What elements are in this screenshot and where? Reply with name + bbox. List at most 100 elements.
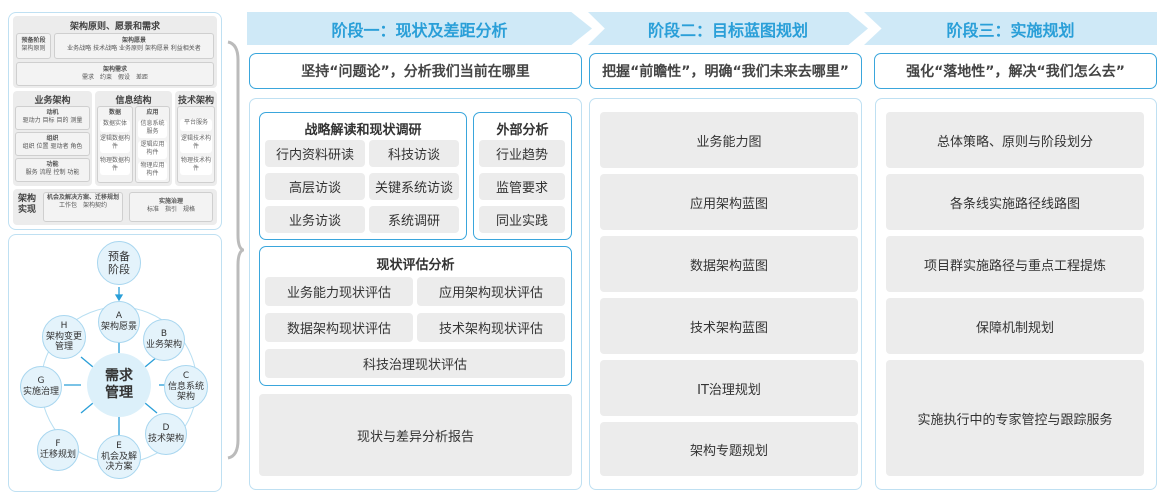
bracket-divider <box>227 40 244 460</box>
stage-3-item: 项目群实施路径与重点工程提炼 <box>886 236 1144 292</box>
principles-title: 架构原则、愿景和需求 <box>69 22 160 32</box>
assessment-title: 现状评估分析 <box>376 258 455 273</box>
app-item: 物理应用构件 <box>138 162 167 180</box>
tech-item: 物理技术构件 <box>180 157 212 175</box>
opp-text: 工作包 架构契约 <box>58 201 107 209</box>
app-item: 信息系统服务 <box>138 120 167 138</box>
vision-text: 业务战略 技术战略 业务原则 架构愿景 利益相关者 <box>67 44 201 52</box>
stage-1-header: 阶段一：现状及差距分析 <box>247 12 592 45</box>
phase-label: 架构变更管理 <box>45 331 82 353</box>
business-group: 业务架构 动机驱动力 目标 目的 测量 组织组织 位置 驱动者 角色 功能服务 … <box>13 91 92 186</box>
opportunity-box: 机会及解决方案、迁移规划工作包 架构契约 <box>43 192 123 222</box>
assessment-box: 现状评估分析 业务能力现状评估 应用架构现状评估 数据架构现状评估 技术架构现状… <box>259 246 572 386</box>
external-item: 监管要求 <box>479 173 565 200</box>
stage-3-item: 总体策略、原则与阶段划分 <box>886 112 1144 168</box>
business-item: 组织组织 位置 驱动者 角色 <box>15 132 90 156</box>
assessment-item: 数据架构现状评估 <box>265 313 413 342</box>
data-item: 逻辑数据构件 <box>100 135 130 153</box>
item-text: 组织 位置 驱动者 角色 <box>22 142 83 150</box>
stage-1-content <box>249 98 582 490</box>
research-item: 高层访谈 <box>265 173 365 200</box>
stage-3-header: 阶段三：实施规划 <box>864 12 1157 45</box>
data-item: 物理数据构件 <box>100 157 130 175</box>
research-item: 系统调研 <box>369 206 459 233</box>
app-column: 应用 信息系统服务 逻辑应用构件 物理应用构件 <box>135 106 170 183</box>
business-item: 功能服务 流程 控制 功能 <box>15 158 90 182</box>
phase-label: 机会及解决方案 <box>100 451 137 473</box>
prelim-phase-node[interactable]: 预备阶段 <box>97 241 141 285</box>
assessment-item: 科技治理现状评估 <box>265 349 565 378</box>
phase-letter: E <box>116 440 122 451</box>
prelim-title: 预备阶段 <box>21 37 46 44</box>
info-group: 信息结构 数据 数据实体 逻辑数据构件 物理数据构件 应用 信息系统服务 逻辑应… <box>95 91 172 186</box>
stage-2-item: 数据架构蓝图 <box>600 236 858 292</box>
research-item: 科技访谈 <box>369 140 459 167</box>
tech-column: 平台服务 逻辑技术构件 物理技术构件 <box>177 106 215 183</box>
stage-3-item: 实施执行中的专家管控与跟踪服务 <box>886 360 1144 476</box>
item-title: 组织 <box>46 135 59 142</box>
gov-title: 实施治理 <box>158 198 183 205</box>
info-title: 信息结构 <box>115 96 152 106</box>
stage-title: 阶段二：目标蓝图规划 <box>647 20 808 40</box>
tech-item: 平台服务 <box>180 119 212 131</box>
tech-item: 逻辑技术构件 <box>180 135 212 153</box>
impl-title: 架构实现 <box>17 194 36 215</box>
phase-letter: C <box>182 370 190 381</box>
implementation-group: 架构实现 机会及解决方案、迁移规划工作包 架构契约 实施治理标准 指引 规格 <box>13 189 217 225</box>
external-box: 外部分析 行业趋势 监管要求 同业实践 <box>473 112 572 240</box>
stage-2-item: IT治理规划 <box>600 360 858 416</box>
governance-box: 实施治理标准 指引 规格 <box>129 192 213 222</box>
phase-letter: D <box>162 423 170 434</box>
phase-label: 迁移规划 <box>39 450 76 460</box>
stage-3-content <box>875 98 1157 490</box>
tech-group: 技术架构 平台服务 逻辑技术构件 物理技术构件 <box>175 91 217 186</box>
phase-letter: H <box>60 320 68 331</box>
phase-letter: G <box>37 376 45 387</box>
requirements-box: 架构需求需求 约束 假设 差距 <box>16 62 214 86</box>
requirements-management-node[interactable]: 需求管理 <box>87 353 151 417</box>
research-item: 行内资料研读 <box>265 140 365 167</box>
item-title: 动机 <box>46 109 59 116</box>
requirements-text: 需求 约束 假设 差距 <box>81 73 148 81</box>
phase-label: 信息系统架构 <box>167 381 204 403</box>
business-item: 动机驱动力 目标 目的 测量 <box>15 106 90 130</box>
external-item: 同业实践 <box>479 206 565 233</box>
tech-title: 技术架构 <box>177 96 214 106</box>
center-label: 需求管理 <box>105 368 133 401</box>
research-item: 关键系统访谈 <box>369 173 459 200</box>
stage-2-subtitle: 把握“前瞻性”，明确“我们未来去哪里” <box>589 53 862 89</box>
node-label: 预备阶段 <box>108 249 130 276</box>
phase-letter: B <box>160 329 168 340</box>
external-title: 外部分析 <box>496 123 549 138</box>
item-title: 功能 <box>46 161 59 168</box>
assessment-item: 技术架构现状评估 <box>417 313 565 342</box>
research-item: 业务访谈 <box>265 206 365 233</box>
stage-3-subtitle: 强化“落地性”，解决“我们怎么去” <box>874 53 1157 89</box>
stage-2-content <box>589 98 862 490</box>
external-item: 行业趋势 <box>479 140 565 167</box>
data-title: 数据 <box>108 109 121 116</box>
phase-label: 架构愿景 <box>100 322 137 332</box>
stage-3-item: 保障机制规划 <box>886 298 1144 354</box>
stage-2-item: 技术架构蓝图 <box>600 298 858 354</box>
item-text: 服务 流程 控制 功能 <box>25 168 80 176</box>
stage-1-subtitle: 坚持“问题论”，分析我们当前在哪里 <box>249 53 582 89</box>
assessment-item: 业务能力现状评估 <box>265 277 413 306</box>
stage-2-item: 应用架构蓝图 <box>600 174 858 230</box>
phase-letter: F <box>55 439 61 450</box>
gap-analysis-report: 现状与差异分析报告 <box>259 394 572 476</box>
app-title: 应用 <box>146 109 159 116</box>
assessment-item: 应用架构现状评估 <box>417 277 565 306</box>
stage-3-item: 各条线实施路径线路图 <box>886 174 1144 230</box>
vision-title: 架构愿景 <box>121 37 146 44</box>
app-item: 逻辑应用构件 <box>138 141 167 159</box>
